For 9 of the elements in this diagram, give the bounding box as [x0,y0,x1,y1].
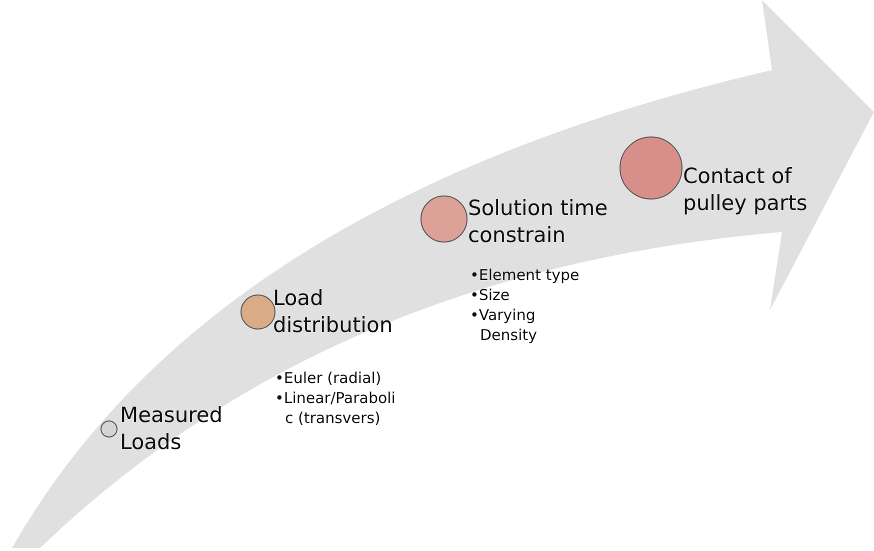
step-heading: Load distribution [273,285,393,339]
step-heading: Solution time constrain [468,195,609,249]
bullet-item: •Euler (radial) [275,368,382,388]
bullet-item: •Varying Density [470,305,538,345]
bullet-item: •Element type [470,265,580,285]
step-heading: Measured Loads [120,402,224,456]
bullet-item: •Linear/Parabolic (transvers) [275,388,396,428]
bullet-item: •Size [470,285,511,305]
step-heading: Contact of pulley parts [683,163,808,217]
